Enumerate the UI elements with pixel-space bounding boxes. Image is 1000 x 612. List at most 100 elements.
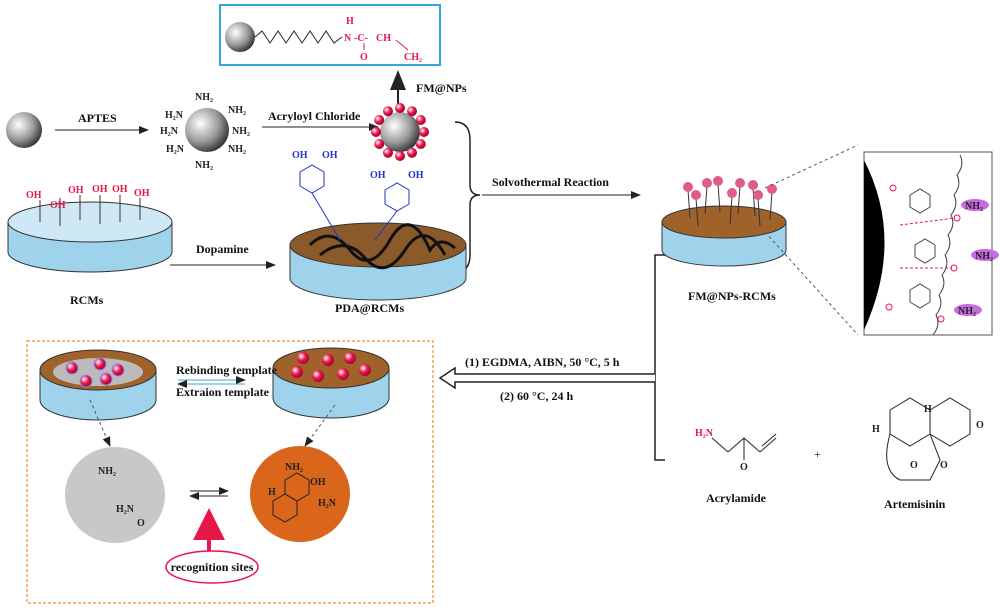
rebinding-label: Rebinding template [176,363,278,377]
artemisinin-label: Artemisinin [884,497,946,511]
acryloyl-chloride-label: Acryloyl Chloride [268,109,361,123]
pink-ball [683,182,693,192]
pink-ball [702,178,712,188]
svg-text:N: N [344,33,352,44]
fm-nps-structure: N H -C- CH O CH₂ [219,4,441,66]
svg-text:OH: OH [68,185,84,196]
svg-text:OH: OH [310,477,326,488]
acryl-bead [371,127,381,137]
acryl-bead [383,106,393,117]
svg-text:NH₂: NH₂ [965,201,983,212]
fm-nps-label: FM@NPs [416,81,467,95]
svg-text:H₂N: H₂N [695,428,714,439]
acryl-bead [395,103,405,113]
step2-label: (2) 60 °C, 24 h [500,389,573,403]
acryl-bead [415,115,426,125]
svg-text:H: H [924,404,932,415]
svg-text:NH₂: NH₂ [228,105,246,116]
recognition-sites-callout [165,550,259,584]
empty-cavity-circle: NH₂ H₂N O [65,447,165,543]
svg-text:H₂N: H₂N [116,504,135,515]
pink-ball [735,178,745,188]
linker [769,191,773,221]
svg-text:NH₂: NH₂ [98,466,116,477]
linker [704,185,708,215]
linker [737,185,741,215]
svg-text:NH₂: NH₂ [285,462,303,473]
svg-text:NH₂: NH₂ [228,144,246,155]
brace [454,121,481,273]
extraction-label: Extraion template [176,385,270,399]
acryl-bead [407,147,417,158]
svg-text:H₂N: H₂N [160,126,179,137]
pink-ball [753,190,763,200]
svg-text:-C-: -C- [354,33,368,44]
artemisinin-structure: O O O H H [872,397,984,481]
svg-text:NH₂: NH₂ [958,306,976,317]
step1-label: (1) EGDMA, AIBN, 50 °C, 5 h [465,355,620,369]
linker [752,187,756,217]
acrylamide-label: Acrylamide [706,491,767,505]
fm-nps-rcms-label: FM@NPs-RCMs [688,289,776,303]
svg-text:OH: OH [26,190,42,201]
hollow-arrow [438,366,655,390]
linker [757,197,761,227]
recognition-sites-label: recognition sites [171,560,254,574]
svg-text:O: O [740,462,748,473]
linker [729,195,733,225]
acryl-bead [383,147,393,158]
svg-text:O: O [137,518,145,529]
pink-ball [767,184,777,194]
svg-text:H₂N: H₂N [166,144,185,155]
acryl-bead [407,106,417,117]
amine-nanoparticle: NH₂ H₂N NH₂ H₂N NH₂ H₂N NH₂ NH₂ [160,92,250,171]
svg-text:O: O [910,460,918,471]
nanoparticle-icon [225,22,255,52]
plus-sign: + [814,447,821,461]
rcms-label: RCMs [70,293,104,307]
acryl-bead [374,139,385,149]
svg-text:OH: OH [50,200,66,211]
svg-text:NH₂: NH₂ [975,251,993,262]
acryl-bead [415,139,426,149]
dopamine-label: Dopamine [196,242,249,256]
pink-ball [713,176,723,186]
svg-text:CH₂: CH₂ [404,52,422,63]
acryl-bead [419,127,429,137]
svg-text:NH₂: NH₂ [232,126,250,137]
pink-ball [691,190,701,200]
svg-text:H₂N: H₂N [318,498,337,509]
svg-text:OH: OH [322,150,338,161]
svg-text:OH: OH [92,184,108,195]
interface-zoom-box: NH₂ NH₂ NH₂ [863,151,999,336]
pda-rcms-label: PDA@RCMs [335,301,404,315]
aptes-label: APTES [78,111,117,125]
svg-text:H: H [268,487,276,498]
svg-text:OH: OH [408,170,424,181]
svg-text:OH: OH [370,170,386,181]
svg-text:H: H [872,424,880,435]
svg-text:OH: OH [134,188,150,199]
fm-nps-particle [371,103,429,161]
acrylamide-structure: H₂N O [695,428,777,473]
svg-text:O: O [976,420,984,431]
svg-text:NH₂: NH₂ [195,92,213,103]
mip-disc-right [272,347,390,419]
linker [687,189,691,219]
svg-text:H₂N: H₂N [165,110,184,121]
pink-ball [748,180,758,190]
svg-text:OH: OH [112,184,128,195]
svg-text:OH: OH [292,150,308,161]
linker [717,183,721,213]
mip-disc-left [39,349,157,421]
pink-ball [727,188,737,198]
linker [695,197,699,227]
svg-text:NH₂: NH₂ [195,160,213,171]
solvothermal-label: Solvothermal Reaction [492,175,609,189]
bare-nanoparticle-icon [6,112,42,148]
svg-text:H: H [346,16,354,27]
acryl-bead [374,115,385,125]
svg-text:O: O [940,460,948,471]
